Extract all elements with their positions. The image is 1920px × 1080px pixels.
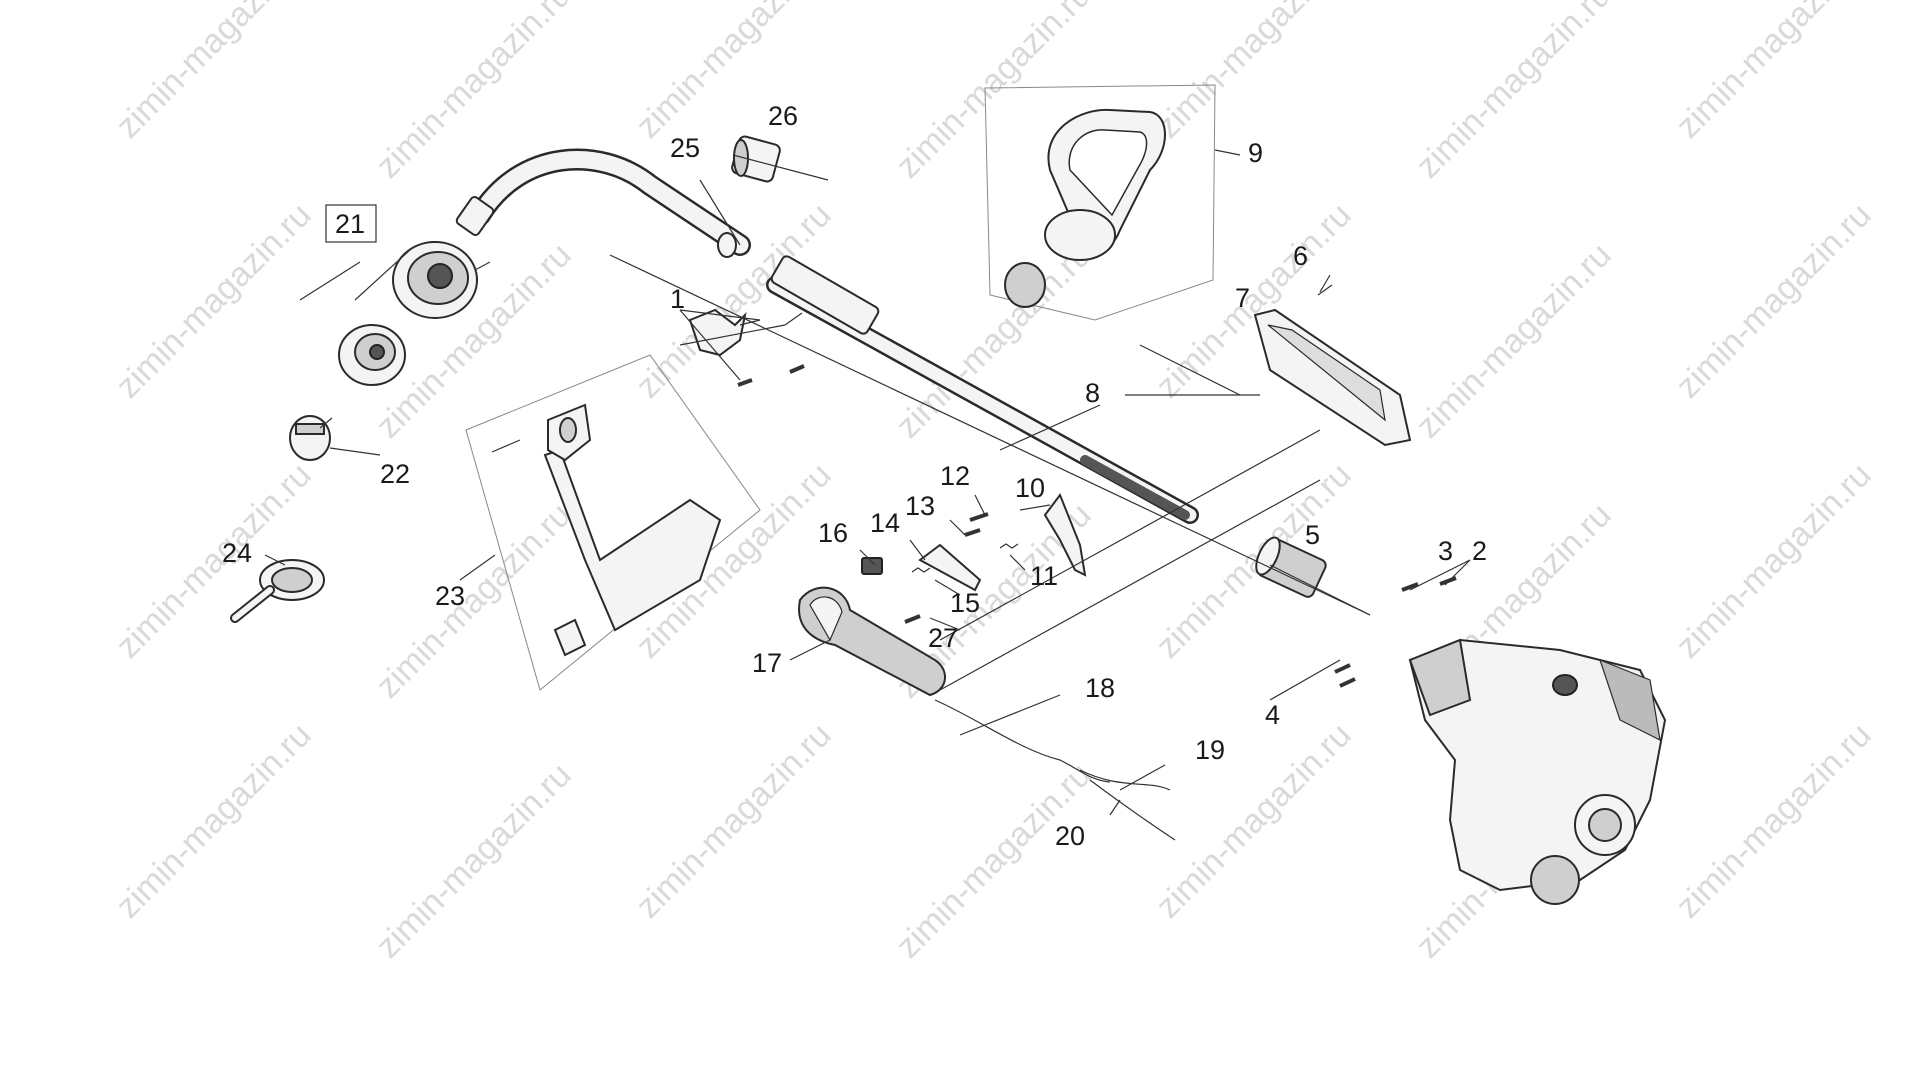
watermark-text: zimin-magazin.ru xyxy=(109,196,319,406)
callout-17: 17 xyxy=(752,648,782,678)
callout-6: 6 xyxy=(1293,241,1308,271)
watermark-text: zimin-magazin.ru xyxy=(369,496,579,706)
part-engine xyxy=(1408,638,1667,905)
callout-12: 12 xyxy=(940,461,970,491)
part-14-lever xyxy=(918,543,982,592)
part-bolts xyxy=(737,364,805,387)
callout-2: 2 xyxy=(1472,536,1487,566)
callout-16: 16 xyxy=(818,518,848,548)
watermark-text: zimin-magazin.ru xyxy=(629,0,839,146)
watermark-text: zimin-magazin.ru xyxy=(1409,236,1619,446)
watermark-text: zimin-magazin.ru xyxy=(889,756,1099,966)
callout-25: 25 xyxy=(670,133,700,163)
part-23-guard xyxy=(465,354,761,691)
watermark-text: zimin-magazin.ru xyxy=(109,0,319,146)
part-16-clip xyxy=(861,557,883,575)
watermark-text: zimin-magazin.ru xyxy=(1669,456,1879,666)
watermark-text: zimin-magazin.ru xyxy=(1669,0,1879,146)
callout-22: 22 xyxy=(380,459,410,489)
part-7-rear-handle xyxy=(1253,284,1412,447)
part-25-bent-shaft xyxy=(455,148,751,258)
callout-24: 24 xyxy=(222,538,252,568)
part-21-trimmer-head xyxy=(392,241,491,319)
part-26-sleeve xyxy=(731,135,781,183)
callout-21-box xyxy=(325,204,377,243)
callout-10: 10 xyxy=(1015,473,1045,503)
callout-5: 5 xyxy=(1305,520,1320,550)
callout-26: 26 xyxy=(768,101,798,131)
leader-lines xyxy=(264,149,1471,816)
watermark-text: zimin-magazin.ru xyxy=(369,756,579,966)
callout-19: 19 xyxy=(1195,735,1225,765)
watermark-text: zimin-magazin.ru xyxy=(1669,196,1879,406)
callout-labels: 1 2 3 4 5 6 7 8 9 10 11 12 13 14 15 16 1… xyxy=(222,101,1487,851)
callout-4: 4 xyxy=(1265,700,1280,730)
part-19-20-wires xyxy=(1079,769,1176,841)
watermark-text: zimin-magazin.ru xyxy=(629,716,839,926)
callout-21: 21 xyxy=(335,209,365,239)
callout-8: 8 xyxy=(1085,378,1100,408)
part-9-loop-handle xyxy=(984,84,1216,321)
part-8-drive-shaft xyxy=(766,255,1199,524)
part-21-spool xyxy=(338,324,406,386)
callout-27: 27 xyxy=(928,623,958,653)
callout-15: 15 xyxy=(950,588,980,618)
part-17-front-grip xyxy=(798,586,946,697)
callout-3: 3 xyxy=(1438,536,1453,566)
watermark-text: zimin-magazin.ru xyxy=(1669,716,1879,926)
watermark-text: zimin-magazin.ru xyxy=(1409,0,1619,186)
callout-13: 13 xyxy=(905,491,935,521)
part-24-tool xyxy=(230,559,325,623)
part-1-knob xyxy=(688,308,761,357)
callout-11: 11 xyxy=(1030,561,1058,591)
callout-7: 7 xyxy=(1235,283,1250,313)
watermark-text: zimin-magazin.ru xyxy=(109,716,319,926)
part-18-cable xyxy=(934,699,1111,783)
watermark-text: zimin-magazin.ru xyxy=(1149,716,1359,926)
part-screws xyxy=(1334,576,1457,688)
callout-23: 23 xyxy=(435,581,465,611)
watermark-text: zimin-magazin.ru xyxy=(1149,456,1359,666)
callout-9: 9 xyxy=(1248,138,1263,168)
callout-18: 18 xyxy=(1085,673,1115,703)
part-22-bump-knob xyxy=(289,415,333,461)
part-5-clutch-drum xyxy=(1255,536,1327,598)
callout-1: 1 xyxy=(670,284,685,314)
watermark-text: zimin-magazin.ru xyxy=(1149,0,1359,146)
callout-20: 20 xyxy=(1055,821,1085,851)
part-10-throttle-trigger xyxy=(1043,492,1087,577)
callout-14: 14 xyxy=(870,508,900,538)
